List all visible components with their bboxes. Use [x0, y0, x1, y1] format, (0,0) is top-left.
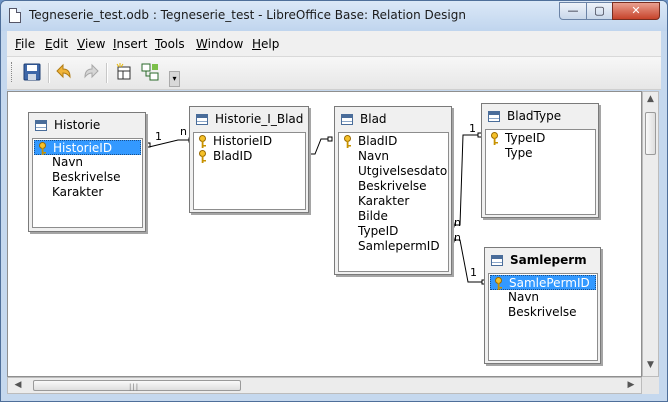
field-list[interactable]: HistorieID Navn Beskrivelse Karakter [32, 138, 143, 228]
field-list[interactable]: TypeID Type [485, 129, 596, 215]
field-bladid[interactable]: BladID [195, 149, 304, 164]
undo-icon [56, 63, 71, 79]
save-icon [23, 63, 41, 81]
field-navn[interactable]: Navn [358, 149, 390, 163]
table-header[interactable]: Historie_I_Blad [196, 111, 304, 131]
menu-help[interactable]: Help [252, 37, 280, 51]
primary-key-icon [199, 150, 206, 163]
field-list[interactable]: HistorieID BladID [193, 132, 306, 210]
scroll-thumb-grip: ||| [129, 383, 140, 391]
field-list[interactable]: SamlePermID Navn Beskrivelse [488, 273, 598, 361]
table-window-blad[interactable]: Blad BladID Navn Utgivelsesdato Beskrive… [334, 106, 452, 275]
menu-view[interactable]: View [77, 37, 106, 51]
window-title: Tegneserie_test.odb : Tegneserie_test - … [29, 8, 466, 22]
toolbar-grip[interactable] [11, 62, 15, 82]
field-karakter[interactable]: Karakter [52, 185, 104, 199]
table-name: Historie [54, 118, 101, 132]
new-relation-button[interactable] [140, 62, 160, 82]
table-window-samleperm[interactable]: Samleperm SamlePermID Navn Beskrivelse [484, 247, 601, 364]
new-table-icon [116, 63, 131, 80]
menu-bar: File Edit View Insert Tools Window Help [7, 31, 661, 57]
toolbar: ▾ [7, 57, 661, 90]
scroll-right-arrow[interactable]: ▶ [627, 380, 635, 390]
toolbar-overflow-button[interactable]: ▾ [169, 71, 180, 87]
menu-window[interactable]: Window [196, 37, 244, 51]
table-header[interactable]: Blad [341, 111, 447, 131]
new-relation-icon [141, 63, 159, 81]
horizontal-scrollbar[interactable]: ◀ ||| ▶ [7, 377, 642, 394]
table-icon [488, 111, 500, 122]
field-historieid[interactable]: HistorieID [195, 134, 304, 149]
table-name: Historie_I_Blad [215, 112, 304, 126]
close-button[interactable]: ✕ [612, 2, 660, 20]
new-table-button[interactable] [114, 62, 134, 82]
field-typeid[interactable]: TypeID [358, 224, 399, 238]
document-icon [9, 8, 21, 23]
table-name: Samleperm [510, 253, 587, 267]
primary-key-icon [344, 135, 351, 148]
menu-edit[interactable]: Edit [45, 37, 69, 51]
table-header[interactable]: BladType [488, 108, 594, 128]
horizontal-scroll-thumb[interactable]: ||| [33, 380, 241, 391]
field-typeid[interactable]: TypeID [487, 131, 594, 146]
field-samlepermid[interactable]: SamlepermID [358, 239, 440, 253]
field-bladid[interactable]: BladID [340, 134, 447, 149]
field-beskrivelse[interactable]: Beskrivelse [52, 170, 121, 184]
field-utgivelsesdato[interactable]: Utgivelsesdato [358, 164, 448, 178]
primary-key-icon [495, 277, 502, 290]
minimize-button[interactable]: — [559, 2, 587, 20]
field-navn[interactable]: Navn [52, 155, 84, 169]
toolbar-separator [48, 63, 50, 83]
primary-key-icon [39, 142, 46, 155]
relation-cardinality-label: n [180, 125, 187, 138]
field-list[interactable]: BladID Navn Utgivelsesdato Beskrivelse K… [338, 132, 449, 272]
title-bar[interactable]: Tegneserie_test.odb : Tegneserie_test - … [1, 1, 667, 31]
redo-icon [84, 63, 99, 79]
scroll-up-arrow[interactable]: ▲ [647, 94, 654, 104]
vertical-scrollbar[interactable]: ▲ ▼ [642, 91, 659, 377]
scrollbar-corner [642, 377, 659, 394]
field-karakter[interactable]: Karakter [358, 194, 410, 208]
field-historieid[interactable]: HistorieID [34, 140, 141, 155]
field-bilde[interactable]: Bilde [358, 209, 388, 223]
maximize-button[interactable]: ▢ [586, 2, 613, 20]
field-beskrivelse[interactable]: Beskrivelse [508, 305, 577, 319]
vertical-scroll-thumb[interactable] [645, 112, 656, 155]
toolbar-separator [106, 63, 108, 83]
menu-insert[interactable]: Insert [113, 37, 148, 51]
primary-key-icon [491, 132, 498, 145]
field-beskrivelse[interactable]: Beskrivelse [358, 179, 427, 193]
table-name: Blad [360, 112, 387, 126]
relation-cardinality-label: n [454, 216, 461, 229]
table-header[interactable]: Historie [35, 117, 141, 137]
table-icon [341, 114, 353, 125]
relation-design-canvas[interactable]: 1 n n 1 n 1 Historie HistorieID Navn Bes… [7, 91, 642, 377]
relation-cardinality-label: 1 [469, 122, 476, 135]
menu-file[interactable]: File [15, 37, 36, 51]
table-icon [35, 120, 47, 131]
save-button[interactable] [22, 62, 42, 82]
relation-cardinality-label: 1 [155, 130, 162, 143]
table-window-historie[interactable]: Historie HistorieID Navn Beskrivelse Kar… [28, 112, 146, 232]
menu-tools[interactable]: Tools [155, 37, 185, 51]
field-type[interactable]: Type [505, 146, 533, 160]
table-icon [196, 114, 208, 125]
relation-cardinality-label: n [454, 231, 461, 244]
table-icon [491, 255, 503, 266]
field-samlepermid[interactable]: SamlePermID [490, 275, 596, 290]
relation-cardinality-label: 1 [470, 266, 477, 279]
primary-key-icon [199, 135, 206, 148]
table-name: BladType [507, 109, 562, 123]
scroll-left-arrow[interactable]: ◀ [14, 380, 22, 390]
field-navn[interactable]: Navn [508, 290, 540, 304]
undo-button[interactable] [55, 62, 75, 82]
scroll-down-arrow[interactable]: ▼ [647, 360, 654, 370]
table-window-historie-i-blad[interactable]: Historie_I_Blad HistorieID BladID [189, 106, 309, 213]
table-window-bladtype[interactable]: BladType TypeID Type [481, 103, 599, 218]
redo-button[interactable] [80, 62, 100, 82]
table-header[interactable]: Samleperm [491, 252, 596, 272]
